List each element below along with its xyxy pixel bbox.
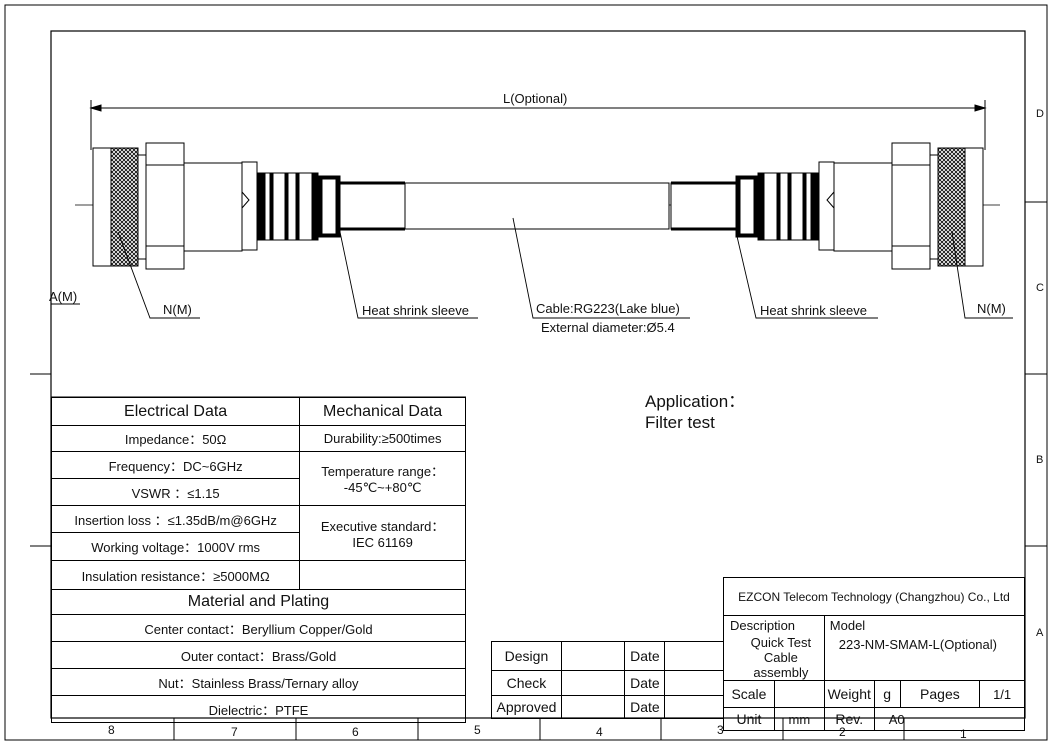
right-connector-body — [670, 142, 984, 270]
signoff-table: Design Date Check Date Approved Date — [491, 641, 724, 719]
model-cell: Model 223-NM-SMAM-L(Optional) — [823, 615, 1026, 681]
weight-unit: g — [873, 680, 901, 708]
signoff-design-label: Design — [491, 641, 562, 671]
mechanical-standard: Executive standard： IEC 61169 — [299, 505, 466, 561]
right-connector-label: N(M) — [977, 301, 1006, 316]
zone-number-6: 6 — [352, 725, 359, 739]
description-value: Quick Test Cable assembly — [750, 635, 812, 680]
signoff-approved-label: Approved — [491, 695, 562, 719]
zone-number-2: 2 — [839, 725, 846, 739]
signoff-check-label: Check — [491, 670, 562, 696]
application-value: Filter test — [645, 413, 715, 432]
signoff-design-date-label: Date — [624, 641, 666, 671]
model-label: Model — [829, 618, 866, 633]
material-dielectric: Dielectric：PTFE — [51, 695, 466, 723]
scale-label: Scale — [723, 680, 775, 708]
electrical-header: Electrical Data — [50, 397, 301, 426]
zone-label-b: B — [1036, 454, 1044, 466]
left-connector-body — [92, 142, 406, 270]
leader-lines — [51, 217, 1013, 319]
zone-number-4: 4 — [596, 725, 603, 739]
signoff-check-date[interactable] — [664, 670, 724, 696]
description-cell: Description Quick Test Cable assembly — [723, 615, 825, 681]
zone-label-a: A — [1036, 627, 1044, 639]
pages-value: 1/1 — [979, 680, 1025, 708]
zone-label-d: D — [1036, 108, 1044, 120]
company-name: EZCON Telecom Technology (Changzhou) Co.… — [723, 577, 1025, 616]
mechanical-empty-cell — [299, 560, 466, 590]
electrical-frequency: Frequency：DC~6GHz — [50, 451, 301, 479]
standard-label: Executive standard： — [320, 519, 445, 534]
electrical-insulation-resistance: Insulation resistance：≥5000MΩ — [50, 560, 301, 590]
pages-label: Pages — [899, 680, 981, 708]
unit-label: Unit — [723, 707, 775, 731]
signoff-approved-name[interactable] — [560, 695, 626, 719]
mechanical-header: Mechanical Data — [299, 397, 466, 426]
standard-value: IEC 61169 — [352, 535, 413, 550]
signoff-check-name[interactable] — [560, 670, 626, 696]
temperature-value: -45℃~+80℃ — [343, 480, 422, 495]
signoff-check-date-label: Date — [624, 670, 666, 696]
unit-value: mm — [773, 707, 825, 731]
zone-ticks-right — [30, 201, 1047, 547]
materials-header: Material and Plating — [51, 589, 466, 615]
left-sleeve-label: Heat shrink sleeve — [362, 303, 469, 318]
electrical-working-voltage: Working voltage：1000V rms — [50, 532, 301, 561]
signoff-design-date[interactable] — [664, 641, 724, 671]
zone-label-c: C — [1036, 282, 1044, 294]
rev-value: A0 — [873, 707, 1026, 731]
zone-number-8: 8 — [108, 723, 115, 737]
scale-value — [773, 680, 825, 708]
length-label: L(Optional) — [503, 91, 568, 106]
temperature-label: Temperature range： — [321, 464, 445, 479]
specs-table: Electrical Data Mechanical Data Impedanc… — [50, 397, 466, 723]
signoff-approved-date[interactable] — [664, 695, 724, 719]
right-sleeve-label: Heat shrink sleeve — [760, 303, 867, 318]
electrical-impedance: Impedance：50Ω — [50, 425, 301, 452]
cable-diameter-label: External diameter:Ø5.4 — [541, 320, 675, 335]
weight-label: Weight — [823, 680, 875, 708]
electrical-insertion-loss: Insertion loss ：≤1.35dB/m@6GHz — [50, 505, 301, 533]
cable-label: Cable:RG223(Lake blue) — [536, 301, 680, 316]
rev-label: Rev. — [823, 707, 875, 731]
material-nut: Nut：Stainless Brass/Ternary alloy — [51, 668, 466, 696]
cable — [404, 182, 670, 230]
description-label: Description — [730, 618, 796, 633]
left-connector-label: N(M) — [163, 302, 192, 317]
title-block: EZCON Telecom Technology (Changzhou) Co.… — [723, 577, 1026, 731]
application-title: Application： — [645, 392, 746, 411]
material-outer-contact: Outer contact：Brass/Gold — [51, 641, 466, 669]
zone-number-5: 5 — [474, 723, 481, 737]
zone-number-7: 7 — [231, 725, 238, 739]
zone-number-3: 3 — [717, 723, 724, 737]
outer-border — [4, 4, 1048, 741]
electrical-vswr: VSWR ：≤1.15 — [50, 478, 301, 506]
mechanical-durability: Durability:≥500times — [299, 425, 466, 452]
material-center-contact: Center contact：Beryllium Copper/Gold — [51, 614, 466, 642]
signoff-design-name[interactable] — [560, 641, 626, 671]
signoff-approved-date-label: Date — [624, 695, 666, 719]
length-dimension — [89, 100, 987, 150]
zone-number-1: 1 — [960, 727, 967, 741]
model-value: 223-NM-SMAM-L(Optional) — [838, 637, 997, 652]
mechanical-temperature: Temperature range： -45℃~+80℃ — [299, 451, 466, 506]
section-label: A(M) — [49, 289, 78, 304]
